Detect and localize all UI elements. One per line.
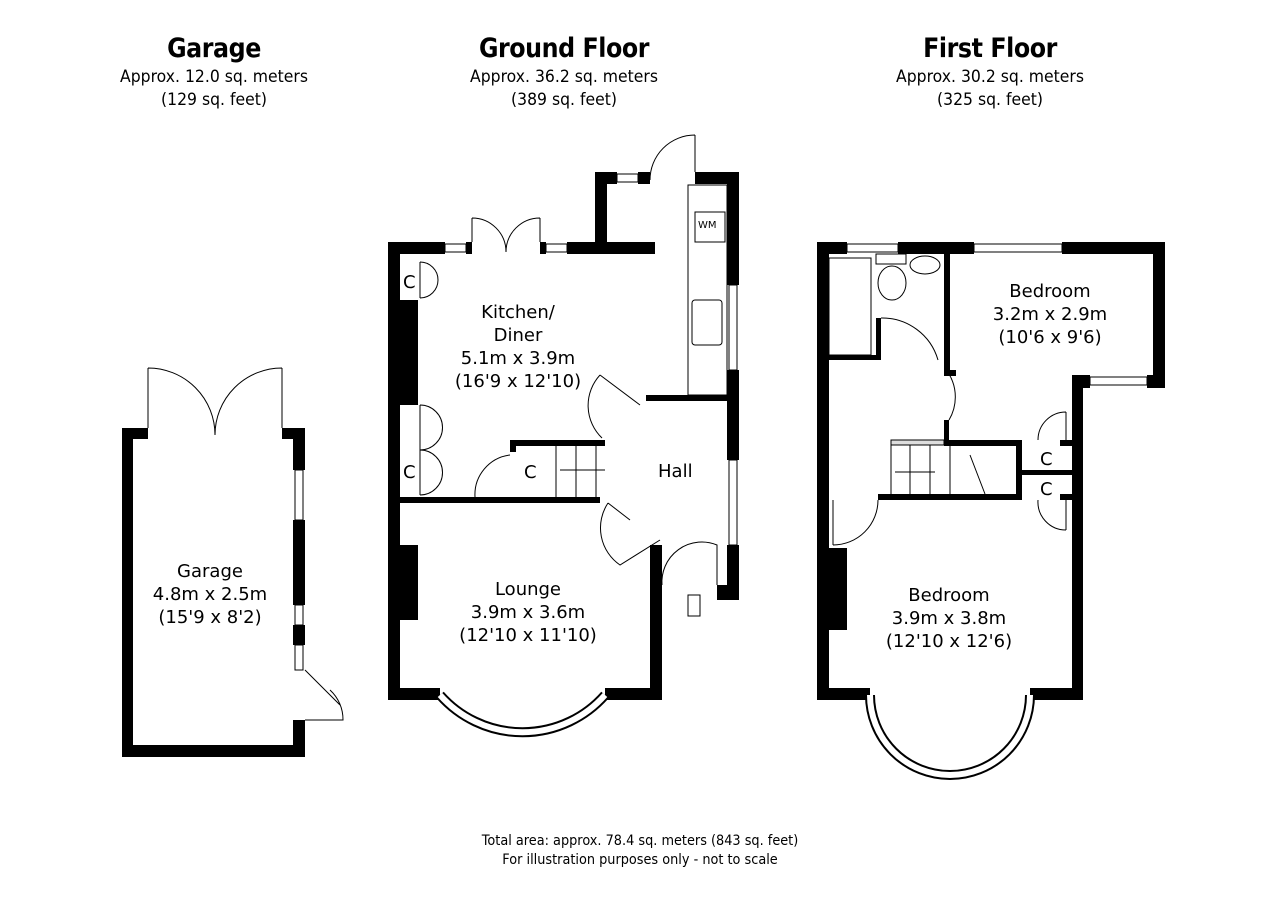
garage-header: Garage Approx. 12.0 sq. meters (129 sq. … [64, 32, 364, 112]
room-metric: 3.9m x 3.8m [891, 608, 1007, 629]
room-bedroom-1: Bedroom 3.9m x 3.8m (12'10 x 12'6) [839, 584, 1059, 653]
room-name: Bedroom [1009, 281, 1091, 302]
section-area-m: Approx. 12.0 sq. meters [120, 67, 308, 87]
section-area-ft: (389 sq. feet) [511, 90, 617, 110]
room-imperial: (10'6 x 9'6) [998, 327, 1102, 348]
footer: Total area: approx. 78.4 sq. meters (843… [364, 832, 916, 870]
room-metric: 4.8m x 2.5m [152, 584, 268, 605]
ground-floor-header: Ground Floor Approx. 36.2 sq. meters (38… [414, 32, 714, 112]
room-imperial: (12'10 x 11'10) [459, 625, 597, 646]
cupboard-label: C [1040, 479, 1053, 500]
room-name: Lounge [494, 579, 562, 600]
room-lounge: Lounge 3.9m x 3.6m (12'10 x 11'10) [418, 578, 638, 647]
section-title: Ground Floor [478, 33, 650, 64]
room-kitchen-diner: Kitchen/ Diner 5.1m x 3.9m (16'9 x 12'10… [408, 301, 628, 393]
room-name: Bedroom [908, 585, 990, 606]
cupboard-label: C [524, 462, 537, 483]
room-name: Kitchen/ [481, 302, 555, 323]
room-garage: Garage 4.8m x 2.5m (15'9 x 8'2) [100, 560, 320, 629]
first-floor-header: First Floor Approx. 30.2 sq. meters (325… [840, 32, 1140, 112]
room-metric: 5.1m x 3.9m [460, 348, 576, 369]
room-imperial: (12'10 x 12'6) [885, 631, 1013, 652]
total-area: Total area: approx. 78.4 sq. meters (843… [481, 833, 799, 849]
section-area-ft: (129 sq. feet) [161, 90, 267, 110]
section-area-m: Approx. 30.2 sq. meters [896, 67, 1084, 87]
room-metric: 3.9m x 3.6m [470, 602, 586, 623]
room-metric: 3.2m x 2.9m [992, 304, 1108, 325]
cupboard-label: C [403, 462, 416, 483]
room-imperial: (15'9 x 8'2) [158, 607, 262, 628]
walls [122, 172, 1165, 757]
room-name-line2: Diner [493, 325, 543, 346]
doors-windows-fixtures [147, 134, 1148, 780]
room-hall: Hall [658, 461, 693, 482]
section-area-ft: (325 sq. feet) [937, 90, 1043, 110]
cupboard-label: C [403, 272, 416, 293]
section-area-m: Approx. 36.2 sq. meters [470, 67, 658, 87]
cupboard-label: C [1040, 449, 1053, 470]
room-imperial: (16'9 x 12'10) [454, 371, 582, 392]
room-name: Garage [177, 561, 243, 582]
section-title: Garage [167, 33, 261, 64]
section-title: First Floor [923, 33, 1057, 64]
washing-machine-label: WM [698, 220, 717, 231]
disclaimer: For illustration purposes only - not to … [502, 852, 778, 868]
room-bedroom-2: Bedroom 3.2m x 2.9m (10'6 x 9'6) [940, 280, 1160, 349]
